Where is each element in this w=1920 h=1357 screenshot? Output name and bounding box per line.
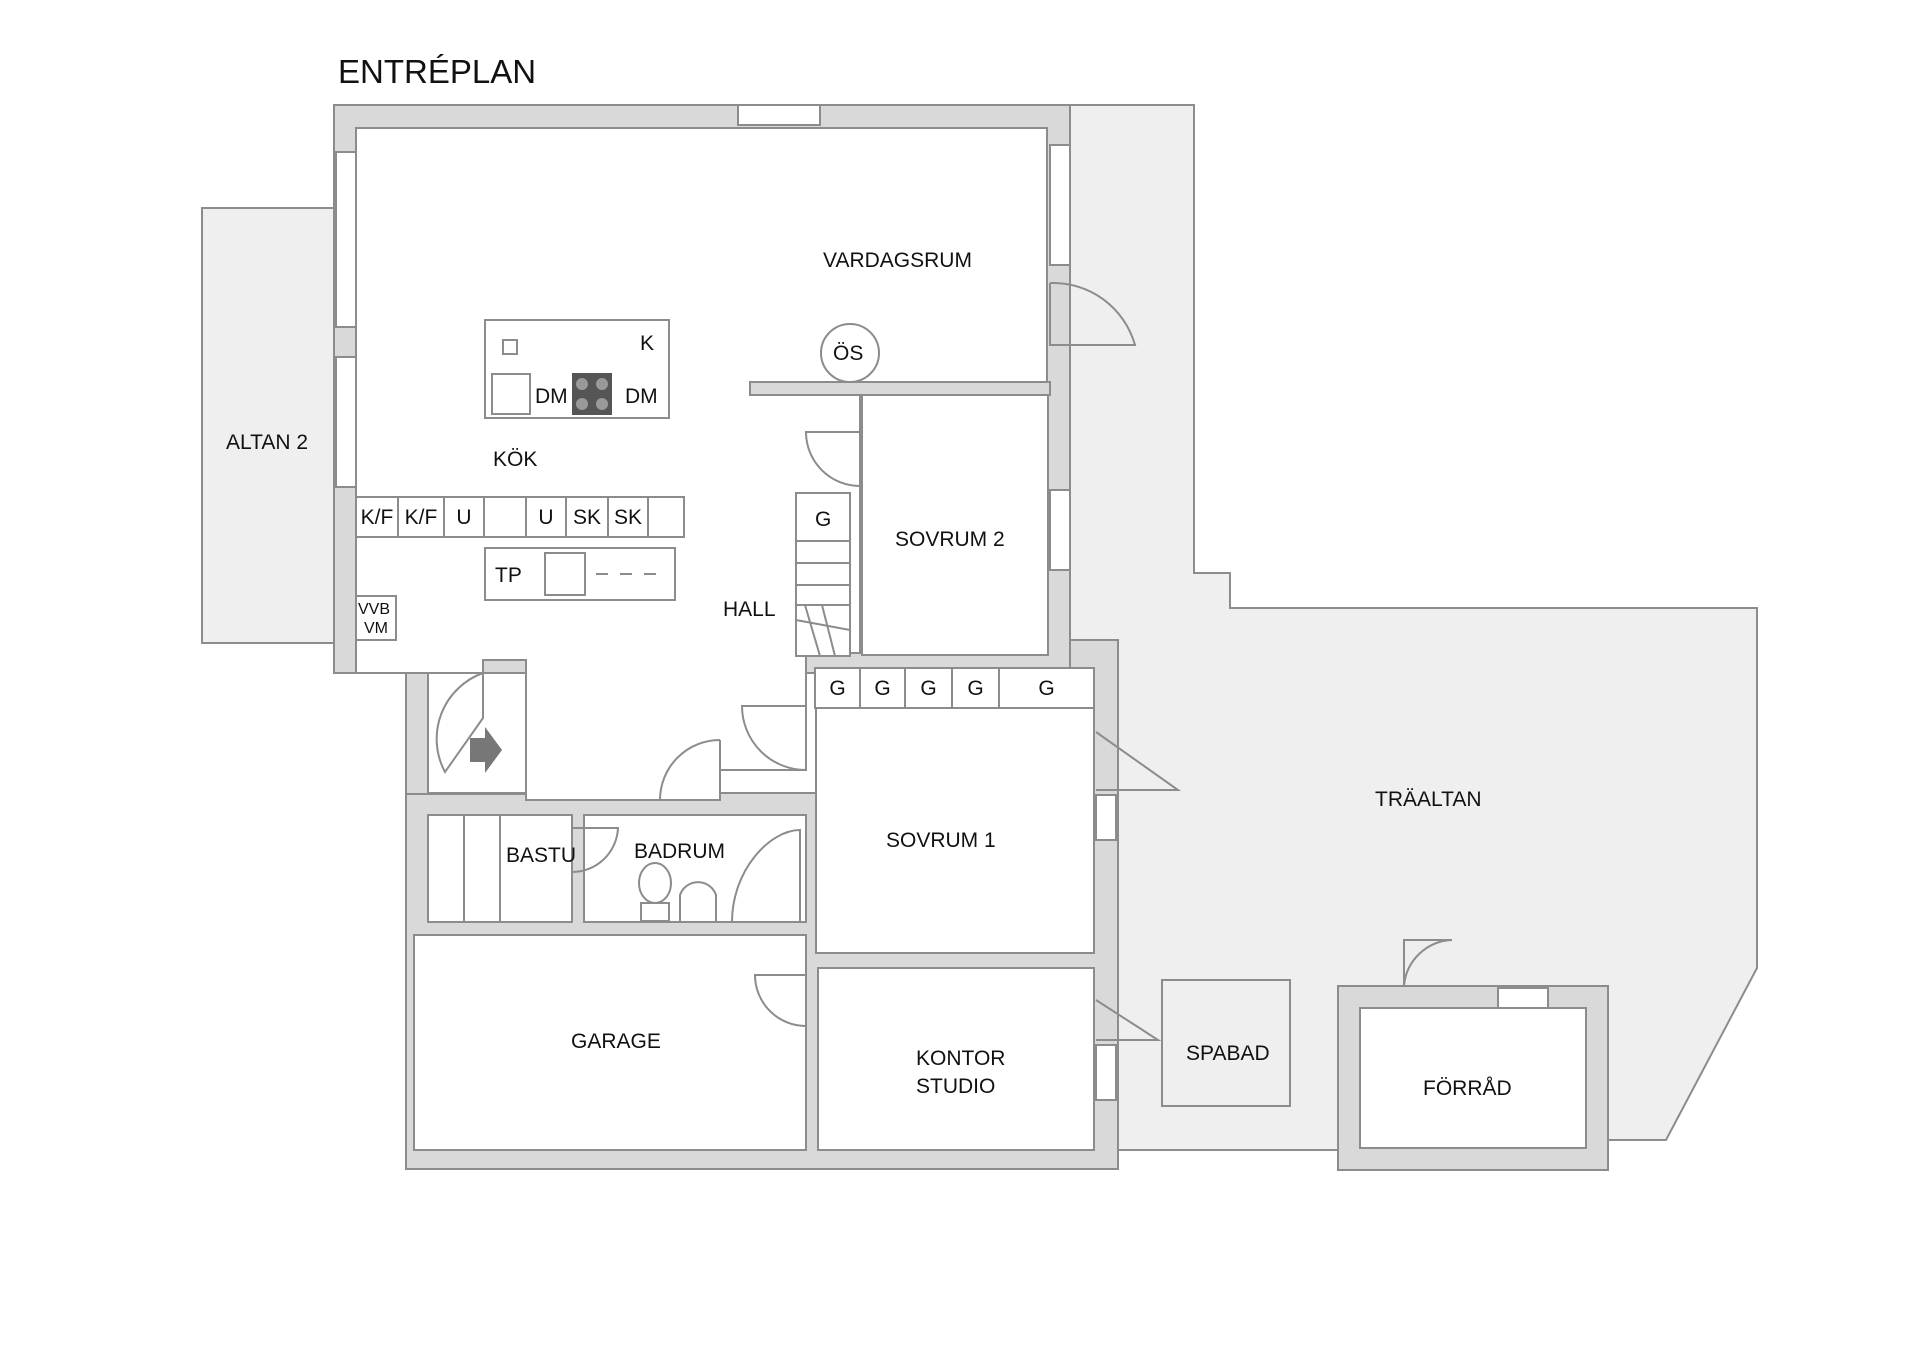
door-vardagsrum-terrace — [1049, 281, 1137, 346]
door-entrance — [435, 672, 484, 774]
toilet-tank-icon — [640, 902, 670, 922]
island-label-dm-right: DM — [625, 385, 658, 408]
window-sovrum1 — [1095, 794, 1117, 841]
vvb-vm-unit — [355, 595, 397, 641]
door-bastu — [571, 827, 620, 874]
wardrobe-label: G — [920, 677, 936, 700]
forrad-room — [1359, 1007, 1587, 1149]
label-spabad: SPABAD — [1186, 1042, 1270, 1065]
island-label-k: K — [640, 332, 654, 355]
window-west-1 — [335, 151, 357, 328]
spabad — [1161, 979, 1291, 1107]
kitchen-row-label: K/F — [405, 506, 438, 529]
door-terrace-sovrum1 — [1095, 731, 1182, 791]
window-east-1 — [1049, 144, 1071, 266]
label-kontor: KONTOR — [916, 1047, 1005, 1070]
label-sovrum-2: SOVRUM 2 — [895, 528, 1005, 551]
label-kok: KÖK — [493, 448, 537, 471]
door-forrad — [1403, 939, 1453, 987]
kitchen-row-label: U — [456, 506, 471, 529]
kitchen-row-label: K/F — [361, 506, 394, 529]
kitchen-row-cell — [607, 496, 649, 538]
label-studio: STUDIO — [916, 1075, 995, 1098]
label-forrad: FÖRRÅD — [1423, 1077, 1512, 1100]
washbasin-icon — [679, 881, 717, 923]
kitchen-row-cells: K/F K/F U U SK SK — [355, 496, 649, 538]
wardrobe-label: G — [1038, 677, 1054, 700]
label-hall: HALL — [723, 598, 776, 621]
wardrobe-cell — [998, 667, 1095, 709]
door-kontor-terrace — [1095, 999, 1162, 1041]
kitchen-row-cell — [355, 496, 399, 538]
stair-cabinet — [795, 492, 851, 542]
door-sovrum1 — [740, 705, 807, 771]
window-kontor — [1095, 1044, 1117, 1101]
bathtub-icon — [730, 828, 801, 923]
kitchen-row-cell — [443, 496, 485, 538]
label-garage: GARAGE — [571, 1030, 661, 1053]
plan-title: ENTRÉPLAN — [338, 53, 536, 90]
wardrobe-cell — [814, 667, 861, 709]
label-bastu: BASTU — [506, 844, 576, 867]
label-traaltan: TRÄALTAN — [1375, 788, 1482, 811]
counter-label-tp: TP — [495, 564, 522, 587]
wardrobe-label: G — [967, 677, 983, 700]
label-badrum: BADRUM — [634, 840, 725, 863]
cooktop-burner — [576, 398, 588, 410]
vvb-label: VVB — [358, 601, 390, 618]
window-forrad — [1497, 987, 1549, 1009]
wardrobe-cell — [859, 667, 906, 709]
kitchen-row-label: U — [538, 506, 553, 529]
door-badrum — [658, 739, 721, 801]
window-north — [737, 104, 821, 126]
kitchen-row-cell — [565, 496, 609, 538]
cooktop-burner — [596, 378, 608, 390]
altan-2-deck — [201, 207, 337, 644]
partition-wall — [749, 381, 1051, 396]
sovrum-1-room — [815, 705, 1095, 954]
island-small-square — [502, 339, 518, 355]
kitchen-row-label: SK — [614, 506, 642, 529]
wardrobe-label: G — [874, 677, 890, 700]
door-kontor — [753, 974, 807, 1027]
os-label: ÖS — [833, 342, 863, 365]
cooktop-burner — [576, 378, 588, 390]
window-sovrum2 — [1049, 489, 1071, 571]
entrance-arrow-icon — [470, 727, 502, 773]
cooktop-burner — [596, 398, 608, 410]
os-fireplace — [820, 323, 880, 383]
label-sovrum-1: SOVRUM 1 — [886, 829, 996, 852]
toilet-icon — [638, 862, 672, 904]
entrance-vestibule — [427, 672, 527, 794]
kitchen-row-cell — [525, 496, 567, 538]
wardrobe-label: G — [829, 677, 845, 700]
counter-sink-icon — [544, 552, 586, 596]
kontor-room — [817, 967, 1095, 1151]
garage-room — [413, 934, 807, 1151]
vm-label: VM — [364, 620, 388, 637]
window-west-2 — [335, 356, 357, 488]
sovrum-2-room — [861, 394, 1049, 656]
door-sovrum2 — [804, 431, 861, 487]
island-sink-icon — [491, 373, 531, 415]
island-label-dm-left: DM — [535, 385, 568, 408]
label-vardagsrum: VARDAGSRUM — [823, 249, 972, 272]
kitchen-row-cell — [397, 496, 445, 538]
kitchen-row-label: SK — [573, 506, 601, 529]
stair-cabinet-label: G — [815, 508, 831, 531]
kitchen-row-cell — [483, 496, 527, 538]
staircase — [795, 540, 851, 657]
cooktop-icon — [572, 373, 612, 415]
wardrobe-cell — [951, 667, 1000, 709]
label-altan-2: ALTAN 2 — [226, 431, 308, 454]
